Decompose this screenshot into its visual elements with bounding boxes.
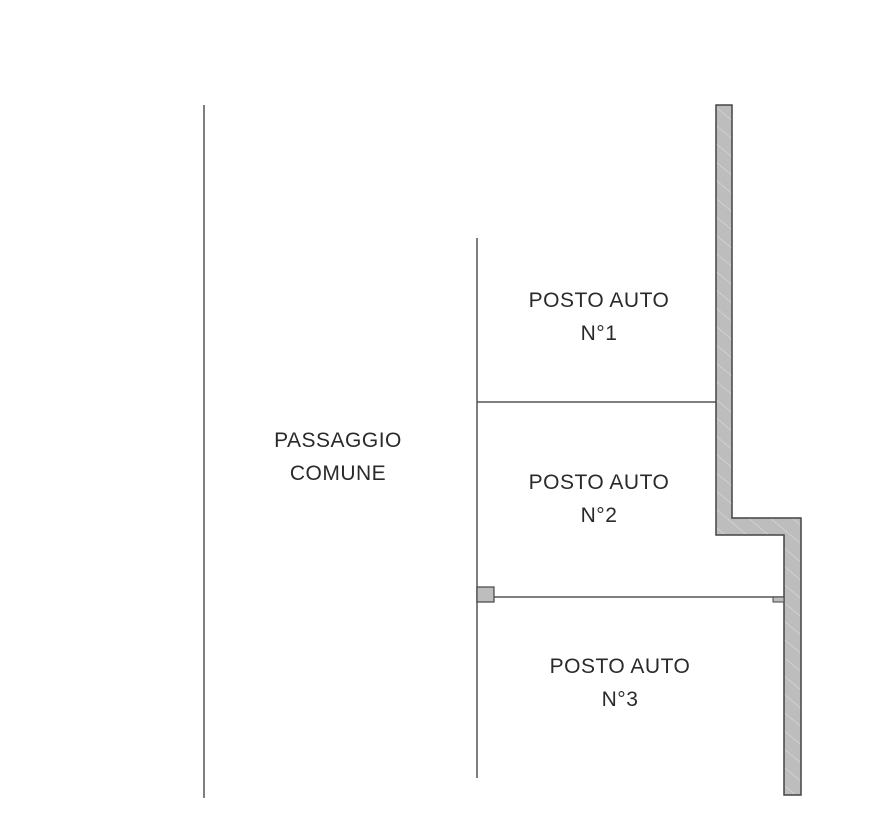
parking-spot-2-label: POSTO AUTO N°2 <box>528 471 670 527</box>
parking-spot-3-label: POSTO AUTO N°3 <box>549 655 691 711</box>
parking-spot-1-label: POSTO AUTO N°1 <box>528 289 670 345</box>
perimeter-wall <box>715 104 802 796</box>
wall-stub <box>772 596 785 603</box>
pillar <box>476 586 495 603</box>
passage-label: PASSAGGIO COMUNE <box>274 429 402 485</box>
